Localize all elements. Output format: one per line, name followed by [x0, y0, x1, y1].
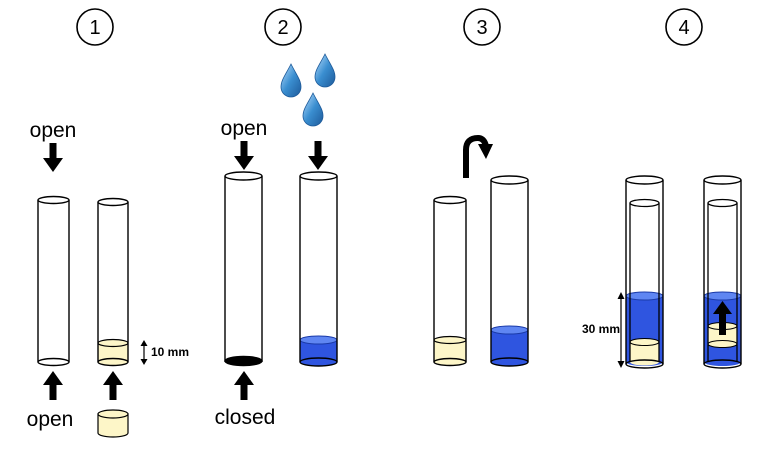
step-1-top-arrow [43, 143, 63, 172]
step-2-number: 2 [264, 8, 302, 46]
step-1-bottom-arrow-right [103, 371, 123, 400]
step-2-closed-tube [224, 171, 263, 367]
step-1-label-bottom: open [27, 408, 74, 431]
step-3-plugged-tube [433, 195, 467, 367]
step-4-number: 4 [665, 8, 703, 46]
step-1-number: 1 [76, 8, 114, 46]
step-1-label-top: open [30, 119, 77, 142]
step-2-liquid-tube [299, 171, 338, 367]
water-drop-icon [302, 92, 324, 127]
svg-text:3: 3 [476, 17, 487, 39]
svg-text:1: 1 [89, 17, 100, 39]
svg-text:30 mm: 30 mm [582, 322, 620, 336]
step-3-number: 3 [463, 8, 501, 46]
step-4-dimension: 30 mm [582, 292, 625, 368]
step-1-plugged-tube [97, 197, 129, 367]
svg-text:4: 4 [678, 17, 689, 39]
step-3-liquid-tube [490, 175, 529, 367]
step-2-top-arrow-left [234, 141, 254, 170]
step-1-dimension: 10 mm [140, 340, 189, 365]
step-2-label-top: open [221, 117, 268, 140]
step-1-empty-tube [37, 195, 70, 367]
step-2-label-bottom: closed [215, 406, 276, 429]
water-drop-icon [280, 63, 302, 98]
water-drop-icon [314, 53, 336, 88]
step-4-left-assembly [625, 175, 664, 369]
step-4-push-arrow [713, 301, 732, 335]
svg-text:10 mm: 10 mm [151, 345, 189, 359]
step-2-bottom-arrow [234, 371, 254, 400]
svg-text:2: 2 [277, 17, 288, 39]
rotate-arrow-icon [463, 134, 493, 178]
step-4-right-assembly [703, 175, 742, 369]
step-1-bottom-arrow-left [43, 371, 63, 400]
step-1-loose-plug [97, 409, 129, 438]
step-2-top-arrow-right [308, 141, 328, 170]
